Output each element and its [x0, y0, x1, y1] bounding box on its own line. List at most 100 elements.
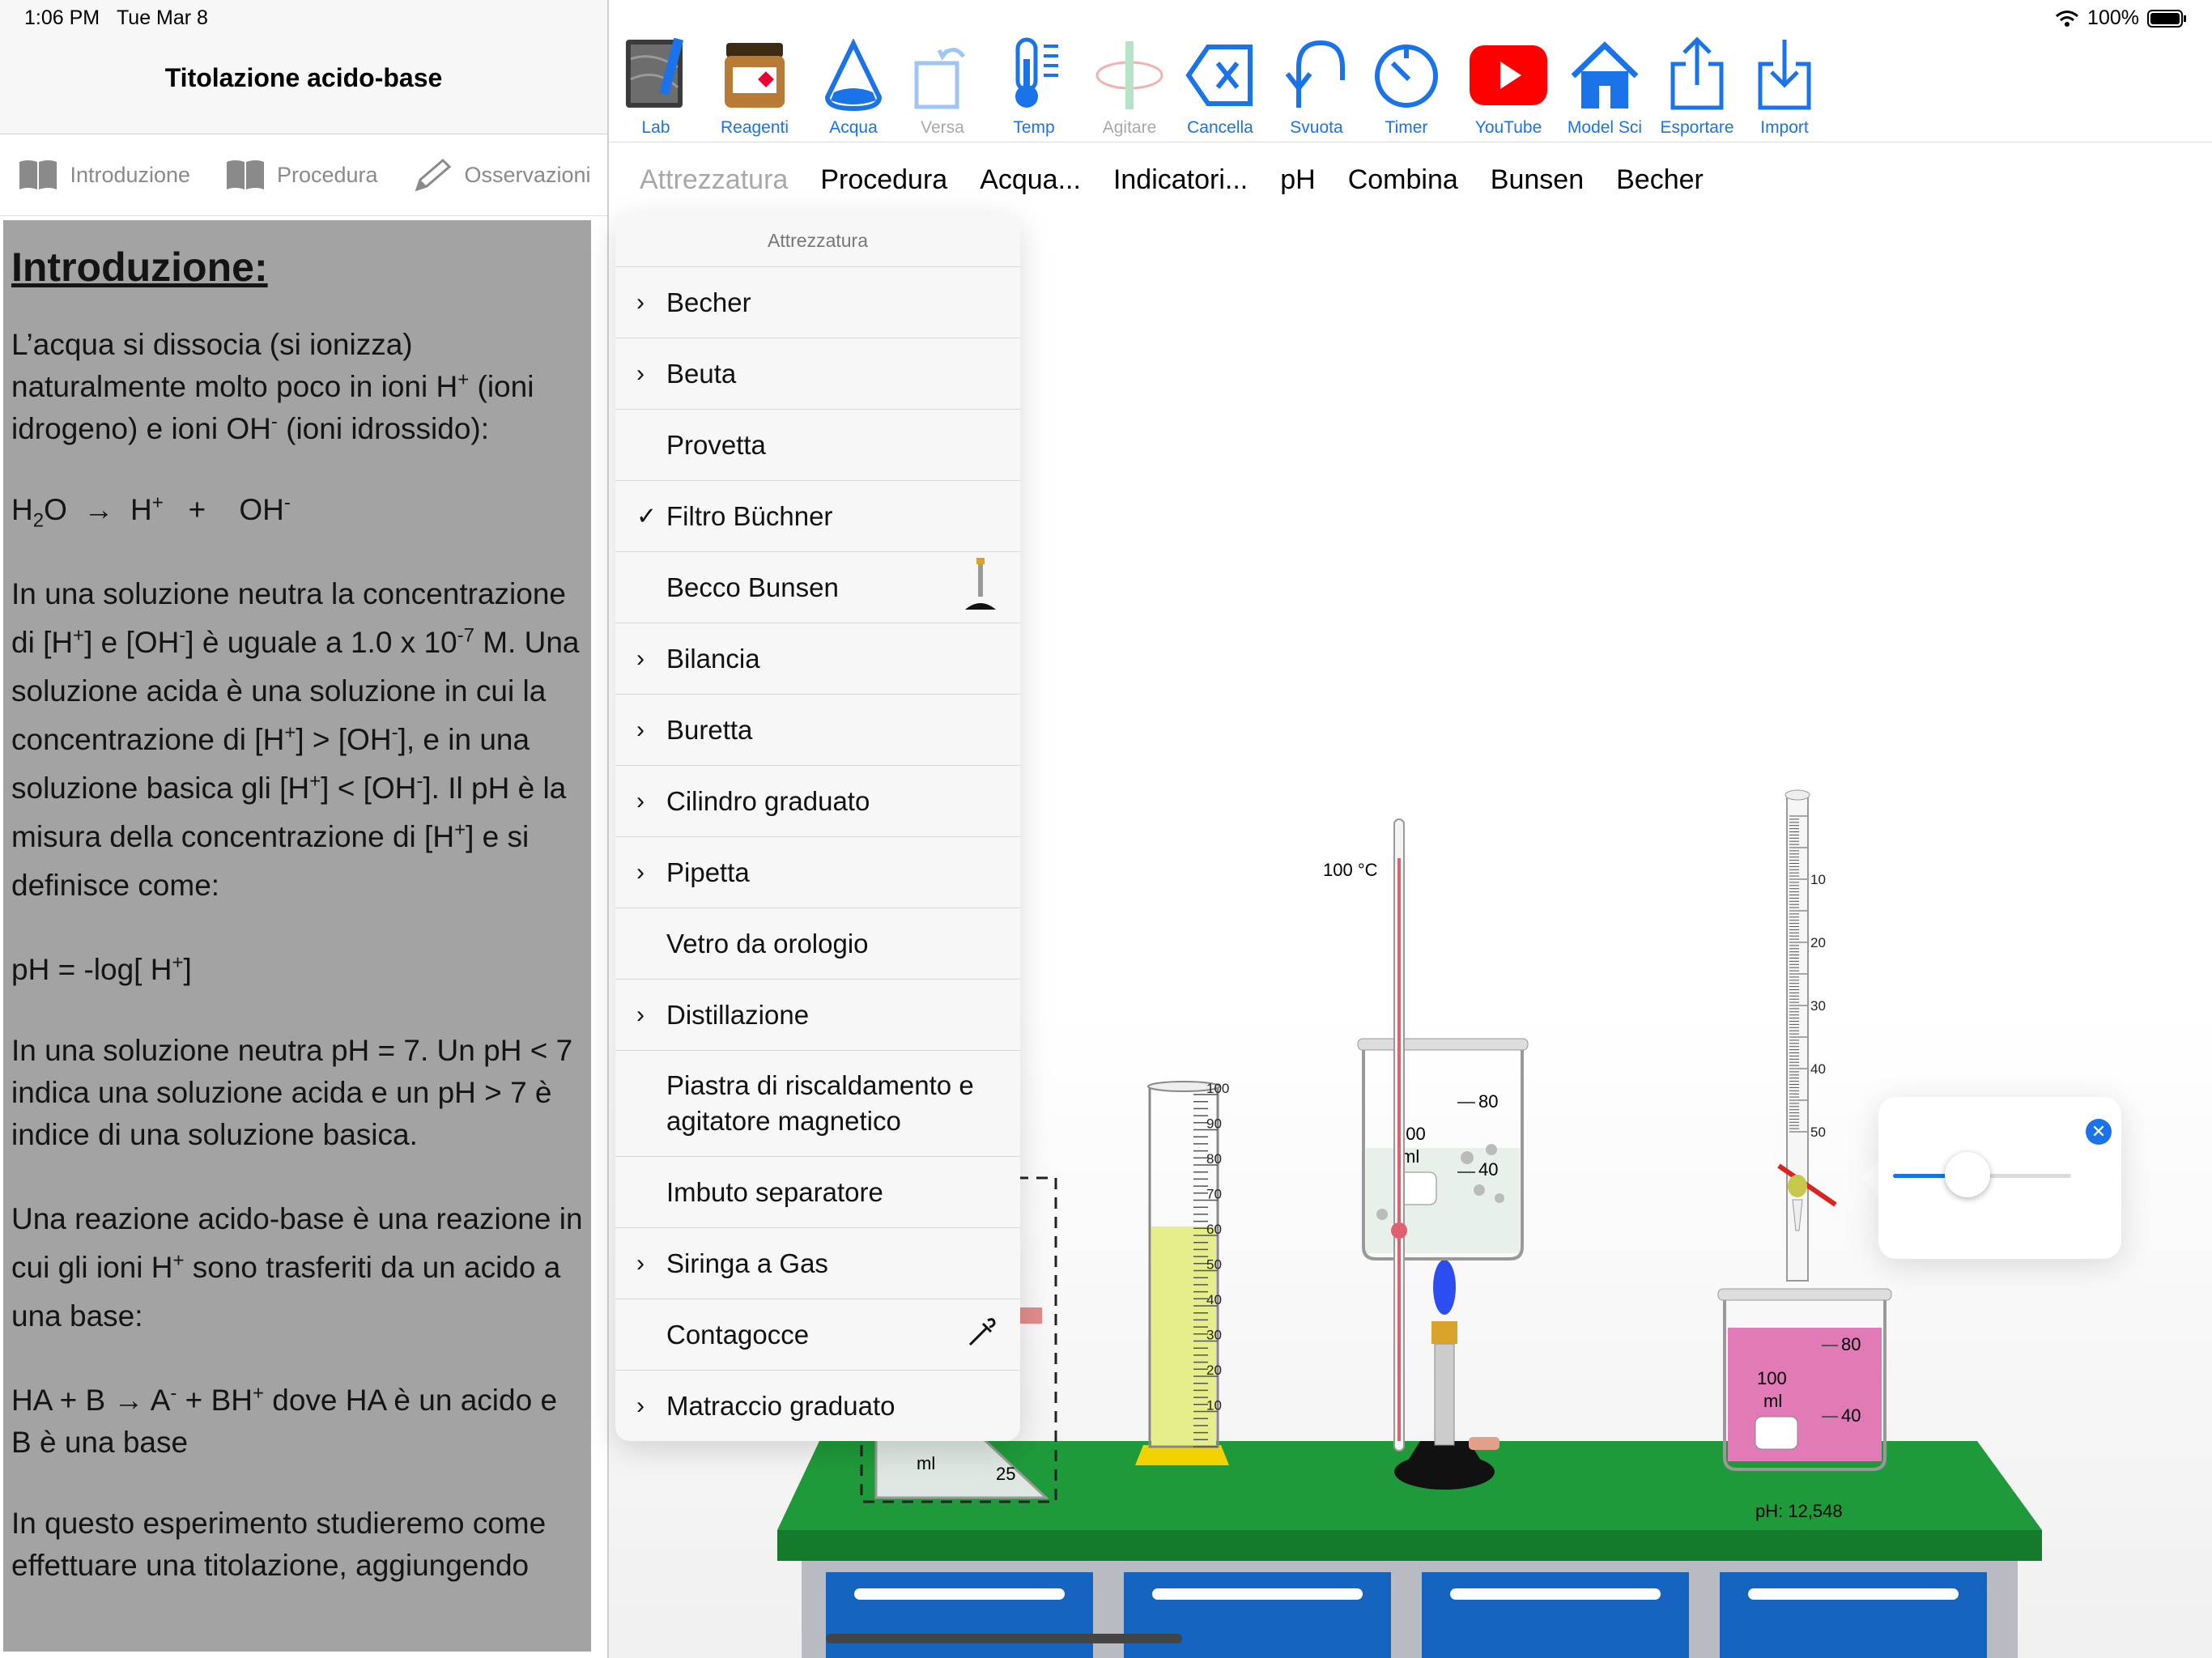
bunsen-burner[interactable] [1394, 1260, 1499, 1490]
tab-procedura[interactable]: Procedura [223, 157, 378, 193]
dropdown-item-imbuto-separatore[interactable]: Imbuto separatore [615, 1157, 1020, 1228]
thermometer[interactable]: 100 °C [1323, 818, 1407, 1452]
beaker-tick: 80 [1478, 1091, 1498, 1112]
dropdown-item-becco-bunsen[interactable]: Becco Bunsen [615, 552, 1020, 623]
toolbar-acqua-button[interactable]: Acqua [805, 23, 902, 138]
book-icon [19, 160, 57, 189]
menu-attrezzatura[interactable]: Attrezzatura [640, 164, 789, 195]
menu-ph[interactable]: pH [1280, 164, 1316, 195]
dropdown-item-label: Siringa a Gas [666, 1248, 828, 1278]
beaker-tick: 40 [1841, 1405, 1861, 1426]
toolbar-label: Agitare [1102, 118, 1157, 137]
drawer[interactable] [1422, 1572, 1689, 1658]
toolbar-timer-button[interactable]: Timer [1358, 23, 1455, 138]
chevron-right-icon: › [636, 1249, 644, 1277]
toolbar-import-button[interactable]: Import [1736, 23, 1833, 138]
toolbar-cancella-button[interactable]: Cancella [1172, 23, 1269, 138]
dropdown-item-vetro-da-orologio[interactable]: Vetro da orologio [615, 908, 1020, 980]
toolbar-label: YouTube [1474, 118, 1542, 137]
tab-introduzione[interactable]: Introduzione [16, 157, 190, 193]
document-content[interactable]: Introduzione: L’acqua si dissocia (si io… [3, 220, 591, 1652]
cylinder-tick-label: 10 [1206, 1398, 1222, 1414]
dropdown-item-beuta[interactable]: ›Beuta [615, 338, 1020, 410]
bunsen-burner-icon [962, 556, 999, 619]
dropdown-item-piastra-di-riscaldamento-e-agitatore-magnetico[interactable]: Piastra di riscaldamento e agitatore mag… [615, 1051, 1020, 1157]
drawer[interactable] [1124, 1572, 1391, 1658]
toolbar-label: Versa [921, 118, 964, 137]
burette-tick-label: 30 [1810, 998, 1826, 1014]
menu-acqua[interactable]: Acqua... [980, 164, 1081, 195]
toolbar-label: Cancella [1187, 118, 1253, 137]
dropdown-item-label: Imbuto separatore [666, 1176, 883, 1207]
dropdown-item-becher[interactable]: ›Becher [615, 267, 1020, 338]
toolbar-agitare-button[interactable]: Agitare [1081, 23, 1178, 138]
equation: HA + B → A- + BH+ dove HA è un acido e B… [11, 1382, 558, 1459]
battery-icon [2147, 9, 2186, 28]
burette-stopcock[interactable] [1777, 1163, 1837, 1207]
close-icon[interactable]: ✕ [2086, 1119, 2112, 1145]
dropdown-item-buretta[interactable]: ›Buretta [615, 695, 1020, 766]
cylinder-tick-label: 80 [1206, 1151, 1222, 1167]
dropdown-item-pipetta[interactable]: › Pipetta [615, 837, 1020, 908]
delete-icon [1172, 23, 1269, 112]
dropdown-item-label: Distillazione [666, 999, 810, 1030]
toolbar-label: Reagenti [720, 118, 789, 137]
beaker-tick: 80 [1841, 1334, 1861, 1354]
toolbar-reagenti-button[interactable]: Reagenti [706, 23, 803, 138]
flow-slider-thumb[interactable] [1945, 1152, 1991, 1197]
burette-tick-label: 40 [1810, 1061, 1826, 1077]
dropdown-item-label: Provetta [666, 429, 766, 460]
toolbar-svuota-button[interactable]: Svuota [1268, 23, 1365, 138]
pane-divider[interactable] [607, 0, 609, 1658]
toolbar-model-sci-button[interactable]: Model Sci [1556, 23, 1653, 138]
menu-bunsen[interactable]: Bunsen [1490, 164, 1585, 195]
dropdown-item-provetta[interactable]: Provetta [615, 410, 1020, 481]
chevron-right-icon: › [636, 716, 644, 743]
menu-procedura[interactable]: Procedura [820, 164, 948, 195]
dropdown-item-label: Pipetta [666, 857, 750, 887]
toolbar-lab-button[interactable]: Lab [607, 23, 704, 138]
burette-tick-label: 10 [1810, 872, 1826, 887]
toolbar-label: Esportare [1660, 118, 1734, 137]
import-icon [1736, 23, 1833, 112]
toolbar-label: Timer [1385, 118, 1428, 137]
drawer[interactable] [826, 1572, 1093, 1658]
toolbar-temp-button[interactable]: Temp [985, 23, 1083, 138]
dropdown-item-contagocce[interactable]: Contagocce [615, 1299, 1020, 1371]
chevron-right-icon: › [636, 858, 644, 886]
burette-tick-label: 20 [1810, 935, 1826, 950]
tab-osservazioni[interactable]: Osservazioni [410, 157, 591, 193]
menu-indicatori[interactable]: Indicatori... [1112, 164, 1249, 195]
youtube-icon [1460, 23, 1557, 112]
scrollbar[interactable] [826, 1634, 1182, 1643]
beaker-indicator[interactable]: 100 ml 80 40 pH: 12,548 [1717, 1288, 1892, 1521]
dropdown-item-filtro-b-chner[interactable]: ✓Filtro Büchner [615, 481, 1020, 552]
beaker-unit: 100 [1757, 1368, 1787, 1388]
beaker-heated[interactable]: 100 ml 80 40 [1357, 1038, 1529, 1261]
paragraph: In una soluzione neutra pH = 7. Un pH < … [11, 1034, 573, 1151]
dropdown-item-bilancia[interactable]: ›Bilancia [615, 623, 1020, 695]
toolbar-label: Model Sci [1567, 118, 1643, 137]
menu-combina[interactable]: Combina [1347, 164, 1458, 195]
drawer[interactable] [1720, 1572, 1987, 1658]
dropdown-item-matraccio-graduato[interactable]: ›Matraccio graduato [615, 1371, 1020, 1441]
toolbar-esportare-button[interactable]: Esportare [1648, 23, 1746, 138]
dropdown-item-distillazione[interactable]: ›Distillazione [615, 980, 1020, 1051]
dropdown-item-label: Becco Bunsen [666, 572, 839, 602]
dropdown-item-cilindro-graduato[interactable]: ›Cilindro graduato [615, 766, 1020, 837]
chevron-right-icon: › [636, 359, 644, 387]
toolbar-versa-button[interactable]: Versa [894, 23, 991, 138]
toolbar-youtube-button[interactable]: YouTube [1460, 23, 1557, 138]
cylinder-tick-label: 100 [1206, 1081, 1229, 1096]
menu-becher[interactable]: Becher [1616, 164, 1704, 195]
toolbar-label: Temp [1013, 118, 1055, 137]
ph-readout: pH: 12,548 [1755, 1501, 1843, 1521]
thermometer-icon [985, 23, 1083, 112]
dropdown-item-siringa-a-gas[interactable]: › Siringa a Gas [615, 1228, 1020, 1299]
stopper [1018, 1307, 1042, 1324]
notebook-icon [607, 23, 704, 112]
